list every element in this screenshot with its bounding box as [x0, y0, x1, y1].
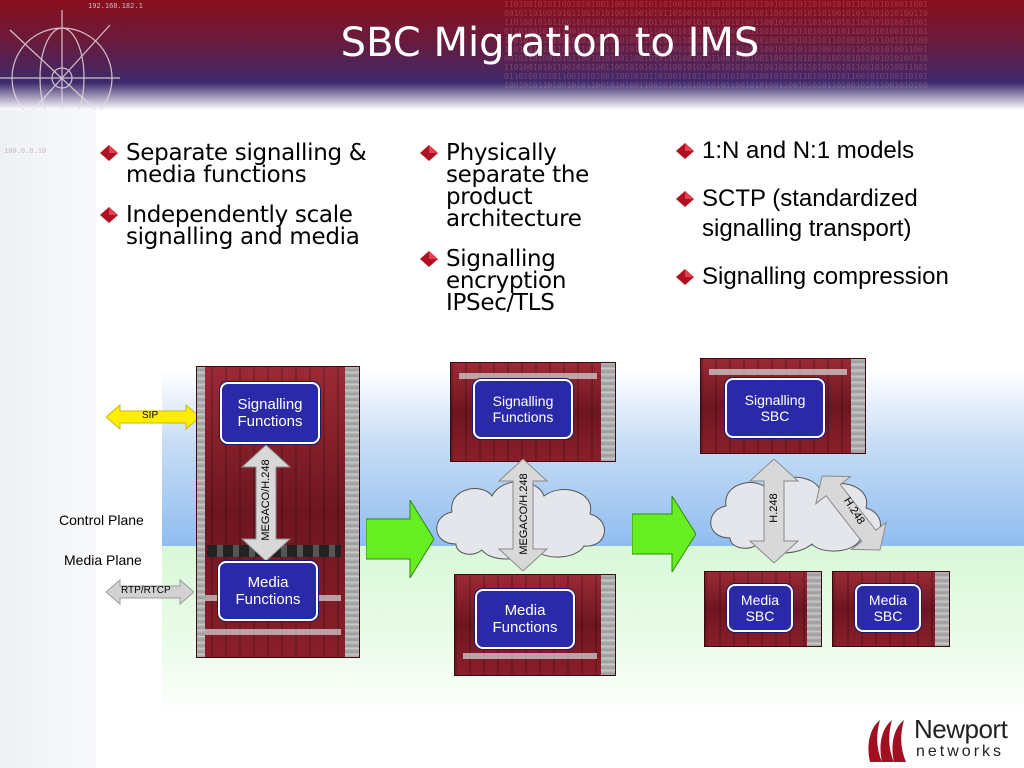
chassis-strip	[463, 653, 597, 659]
chassis-rail	[807, 572, 821, 646]
globe-decoration-icon	[0, 10, 120, 110]
bullet-text: Independently scale signalling and media	[126, 202, 360, 250]
box-line: Media	[247, 573, 289, 591]
chassis-strip	[459, 373, 597, 379]
stage3-media-sbc-left-box: Media SBC	[727, 584, 793, 632]
stage1-media-functions-box: Media Functions	[218, 561, 318, 621]
stage2-media-functions-box: Media Functions	[475, 589, 575, 649]
slide-title: SBC Migration to IMS	[340, 20, 760, 66]
box-line: SBC	[760, 408, 790, 424]
chassis-rail	[345, 367, 359, 657]
bullet-text: SCTP (standardized signalling transport)	[702, 185, 918, 242]
rtp-rtcp-label: RTP/RTCP	[121, 585, 171, 596]
box-line: Functions	[492, 409, 554, 425]
logo-text-newport: Newport	[914, 714, 1008, 744]
logo-text-networks: networks	[916, 743, 1005, 760]
box-line: Functions	[235, 591, 301, 608]
box-line: Signalling	[744, 391, 806, 408]
bullet-item: Independently scale signalling and media	[96, 202, 386, 250]
stage3-diagonal-double-arrow-icon	[815, 475, 887, 551]
bullet-item: Signalling compression	[672, 262, 1022, 292]
newport-logo-mark-icon	[868, 720, 906, 762]
stage2-megaco-label: MEGACO/H.248	[518, 473, 530, 555]
bullet-column-1: Separate signalling & media functions In…	[96, 142, 386, 266]
bullet-text: Signalling compression	[702, 263, 949, 290]
stage3-media-sbc-right-box: Media SBC	[855, 584, 921, 632]
sip-double-arrow-icon	[106, 404, 200, 430]
box-line: Signalling	[237, 395, 303, 413]
chassis-strip	[205, 629, 341, 635]
bullet-column-3: 1:N and N:1 models SCTP (standardized si…	[672, 136, 1022, 310]
chassis-rail	[935, 572, 949, 646]
bullet-item: Physically separate the product architec…	[416, 140, 646, 232]
box-line: SBC	[745, 608, 775, 624]
box-line: Media	[504, 601, 546, 619]
bullet-item: 1:N and N:1 models	[672, 136, 1022, 166]
bullet-diamond-icon	[420, 251, 438, 267]
bullet-item: SCTP (standardized signalling transport)	[672, 184, 1022, 244]
bullet-diamond-icon	[100, 207, 118, 223]
rtp-double-arrow-icon	[106, 579, 194, 605]
bullet-text: 1:N and N:1 models	[702, 137, 915, 164]
box-line: SBC	[873, 608, 903, 624]
bullet-item: Signalling encryption IPSec/TLS	[416, 246, 646, 316]
binary-pattern-decoration: 1101001010110010101001100101010110100101…	[504, 0, 928, 90]
box-line: Media	[740, 591, 780, 608]
bullet-diamond-icon	[676, 269, 694, 285]
bullet-item: Separate signalling & media functions	[96, 140, 386, 188]
control-plane-label: Control Plane	[59, 512, 144, 528]
side-ip-label: 100.0.0.10	[4, 147, 47, 155]
box-line: Signalling	[492, 392, 554, 409]
chassis-rail	[601, 575, 615, 675]
header-ip-label: 192.168.182.1	[88, 2, 143, 10]
newport-networks-logo: Newport networks	[864, 712, 1024, 768]
stage3-signalling-sbc-box: Signalling SBC	[725, 378, 825, 438]
stage2-signalling-functions-box: Signalling Functions	[473, 379, 573, 439]
bullet-text: Signalling encryption IPSec/TLS	[446, 246, 567, 316]
chassis-rail	[851, 359, 865, 453]
stage1-megaco-label: MEGACO/H.248	[260, 459, 272, 541]
bullet-diamond-icon	[676, 143, 694, 159]
bullet-column-2: Physically separate the product architec…	[416, 142, 646, 332]
chassis-rail	[197, 367, 205, 657]
bullet-text: Physically separate the product architec…	[446, 140, 590, 232]
chassis-rail	[601, 363, 615, 461]
box-line: Functions	[237, 413, 303, 430]
box-line: Functions	[492, 619, 558, 636]
media-plane-label: Media Plane	[64, 552, 142, 568]
slide-header: 1101001010110010101001100101010110100101…	[0, 0, 1024, 110]
bullet-diamond-icon	[420, 145, 438, 161]
bullet-text: Separate signalling & media functions	[126, 140, 367, 188]
chassis-strip	[709, 369, 847, 375]
stage2-vertical-double-arrow-icon	[497, 459, 549, 571]
stage3-left-vertical-double-arrow-icon	[748, 459, 800, 563]
bullet-diamond-icon	[676, 191, 694, 207]
stage3-h248-left-label: H.248	[768, 493, 780, 523]
bullet-diamond-icon	[100, 145, 118, 161]
migration-arrow-2-icon	[632, 496, 696, 572]
stage1-vertical-double-arrow-icon	[240, 445, 292, 561]
left-decorative-strip: 100.0.0.10	[0, 110, 96, 768]
box-line: Media	[868, 591, 908, 608]
sip-label: SIP	[142, 410, 159, 421]
stage1-signalling-functions-box: Signalling Functions	[220, 382, 320, 444]
migration-arrow-1-icon	[366, 500, 434, 578]
